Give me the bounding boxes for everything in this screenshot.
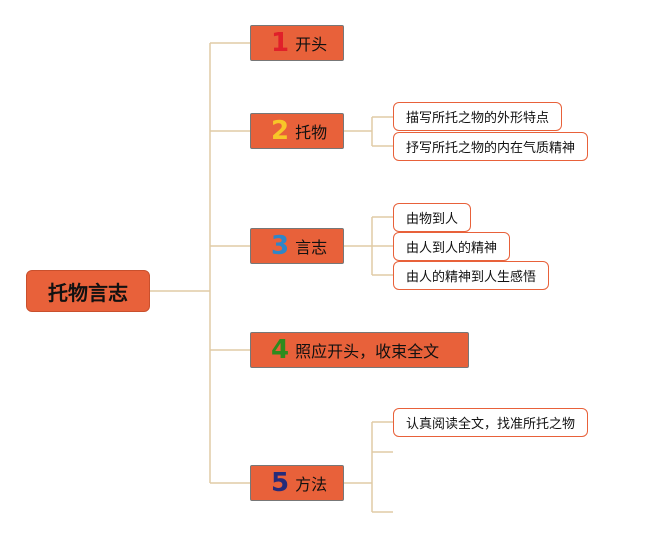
branch-label-4: 照应开头，收束全文: [295, 342, 440, 361]
leaf-b5-1: 认真阅读全文，找准所托之物: [393, 408, 589, 437]
branch-number-4: 4: [271, 335, 290, 365]
branch-number-3: 3: [271, 231, 290, 261]
branch-number-5: 5: [271, 468, 290, 498]
branch-node-5: 5 方法: [250, 465, 344, 501]
branch-node-1: 1 开头: [250, 25, 344, 61]
branch-node-3: 3 言志: [250, 228, 344, 264]
branch-node-2: 2 托物: [250, 113, 344, 149]
branch-node-4: 4 照应开头，收束全文: [250, 332, 469, 368]
root-node: 托物言志: [26, 270, 150, 312]
root-label: 托物言志: [48, 280, 128, 305]
leaf-b2-1: 描写所托之物的外形特点: [393, 102, 563, 131]
branch-label-1: 开头: [295, 35, 328, 54]
leaf-b3-3: 由人的精神到人生感悟: [393, 261, 550, 290]
leaf-b3-2: 由人到人的精神: [393, 232, 511, 261]
leaf-b3-1: 由物到人: [393, 203, 472, 232]
branch-number-2: 2: [271, 116, 290, 146]
leaf-b2-2: 抒写所托之物的内在气质精神: [393, 132, 589, 161]
branch-number-1: 1: [271, 28, 290, 58]
branch-label-3: 言志: [295, 238, 328, 257]
branch-label-2: 托物: [295, 123, 328, 142]
branch-label-5: 方法: [295, 475, 328, 494]
